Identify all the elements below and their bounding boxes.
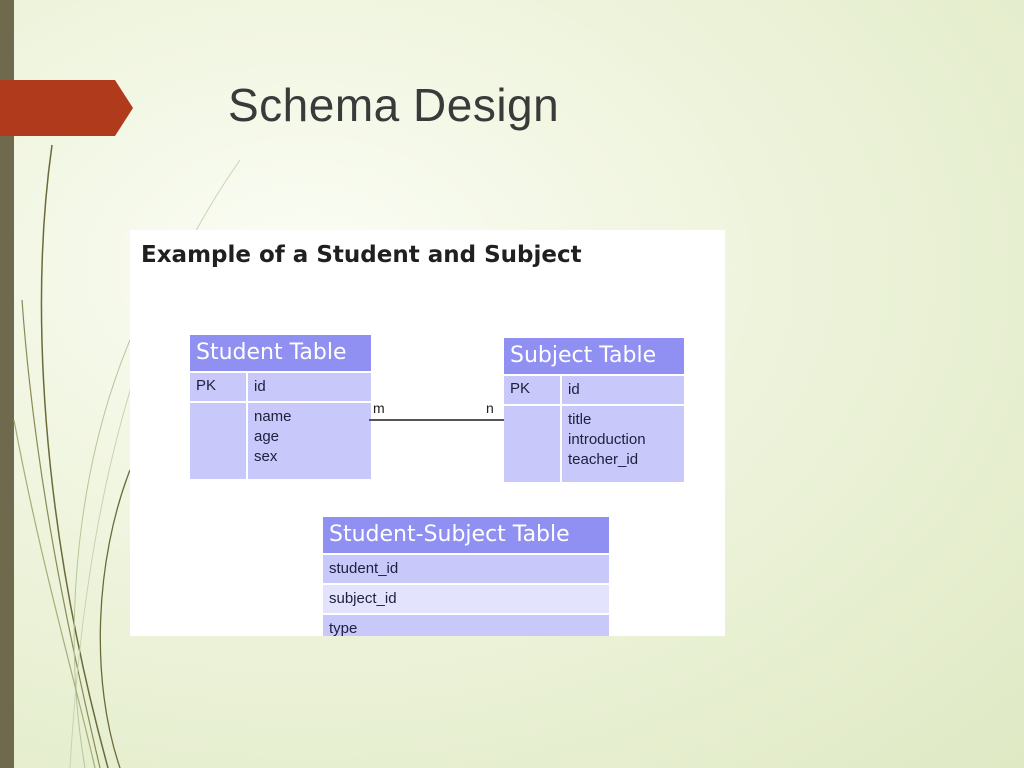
subject-field: title (568, 411, 592, 428)
er-diagram-figure: Example of a Student and Subject Student… (130, 230, 725, 636)
student-pk-label: PK (190, 373, 248, 401)
student-subject-table-header: Student-Subject Table (323, 517, 609, 553)
subject-field: introduction (568, 431, 646, 448)
cardinality-m: m (373, 400, 385, 416)
student-table-pk-row: PK id (190, 371, 371, 401)
subject-field: teacher_id (568, 451, 639, 468)
subject-table-fields-row: title introduction teacher_id (504, 404, 684, 482)
student-table: Student Table PK id name age sex (190, 335, 371, 479)
subject-table-header: Subject Table (504, 338, 684, 374)
junction-field: subject_id (329, 590, 397, 607)
slide-title: Schema Design (228, 79, 560, 131)
subject-table: Subject Table PK id title introduction t… (504, 338, 684, 482)
junction-field: student_id (329, 560, 399, 577)
subject-pk-empty (504, 406, 562, 482)
student-table-header: Student Table (190, 335, 371, 371)
subject-pk-label: PK (504, 376, 562, 404)
junction-row: subject_id (323, 583, 609, 613)
slide-side-bar (0, 0, 14, 768)
title-accent-arrow (0, 80, 133, 136)
subject-pk-field: id (568, 381, 580, 398)
student-pk-empty (190, 403, 248, 479)
junction-field: type (329, 620, 358, 636)
figure-title: Example of a Student and Subject (141, 242, 582, 268)
junction-row: type (323, 613, 609, 636)
cardinality-n: n (486, 400, 494, 416)
subject-fields: title introduction teacher_id (562, 406, 652, 482)
student-table-fields-row: name age sex (190, 401, 371, 479)
student-pk-field: id (254, 378, 266, 395)
subject-table-pk-row: PK id (504, 374, 684, 404)
junction-row: student_id (323, 553, 609, 583)
relationship-line (369, 419, 506, 421)
student-field: age (254, 428, 280, 445)
student-subject-table: Student-Subject Table student_id subject… (323, 517, 609, 636)
student-field: name (254, 408, 292, 425)
student-fields: name age sex (248, 403, 298, 479)
student-field: sex (254, 448, 278, 465)
